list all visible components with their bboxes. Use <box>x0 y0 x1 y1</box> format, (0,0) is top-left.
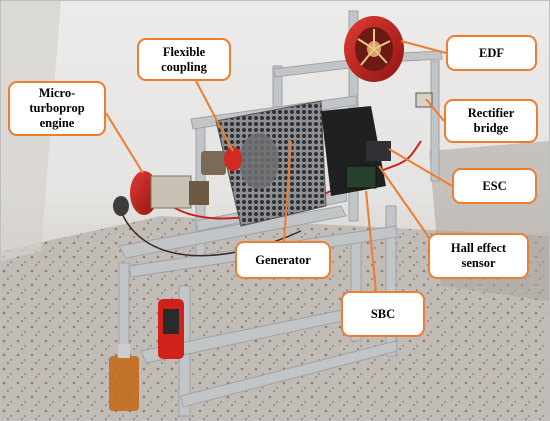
label-rectifier-bridge: Rectifier bridge <box>444 99 538 143</box>
label-sbc: SBC <box>341 291 425 337</box>
flexible-coupling <box>201 147 242 175</box>
leader-micro-turboprop <box>105 112 144 174</box>
sbc-board <box>345 165 377 189</box>
leader-hall <box>378 165 429 237</box>
leader-sbc <box>365 190 377 292</box>
rectifier-bridge-part <box>415 92 433 108</box>
micro-turboprop-engine <box>113 171 209 216</box>
leader-flexible-coupling <box>195 80 234 152</box>
esc-module <box>366 141 391 161</box>
label-generator: Generator <box>235 241 331 279</box>
leader-rectifier <box>425 98 445 122</box>
label-hall-effect-sensor: Hall effect sensor <box>428 233 529 279</box>
leader-esc <box>388 148 453 187</box>
fuel-bottle <box>109 344 139 411</box>
leader-generator <box>283 140 292 242</box>
edf-fan <box>344 16 404 82</box>
label-flexible-coupling: Flexible coupling <box>137 38 231 81</box>
leader-lines <box>105 40 453 292</box>
label-edf: EDF <box>446 35 537 71</box>
generator-housing <box>239 133 279 189</box>
label-esc: ESC <box>452 168 537 204</box>
label-micro-turboprop-engine: Micro- turboprop engine <box>8 81 106 136</box>
red-battery <box>158 299 184 359</box>
leader-edf <box>400 40 447 54</box>
